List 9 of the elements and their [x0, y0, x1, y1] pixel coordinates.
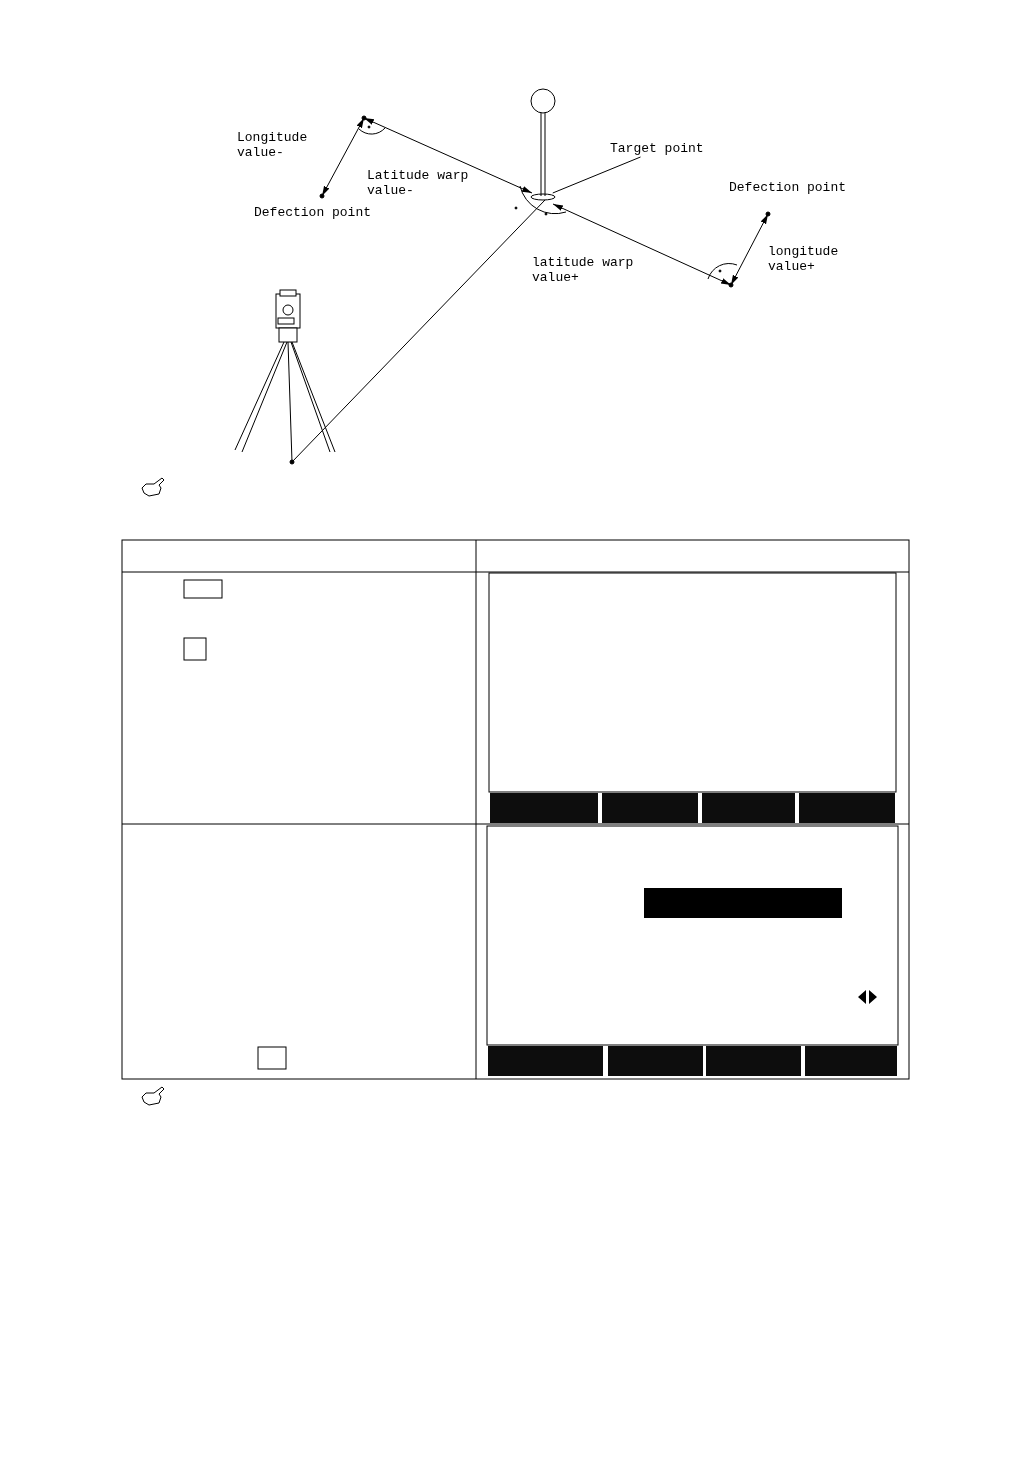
drawing-label: Defection point — [254, 205, 373, 220]
drawing-label: latitude warp value+ — [532, 255, 635, 285]
target-marker — [530, 193, 556, 201]
callout-label: Target point — [610, 141, 710, 156]
leader-line — [552, 156, 641, 194]
drawing-label: Defection point — [729, 180, 848, 195]
drawing-label: longitude value+ — [768, 244, 840, 274]
drawing-label: Latitude warp value- — [367, 168, 470, 198]
drawing-label: Longitude value- — [237, 130, 309, 160]
